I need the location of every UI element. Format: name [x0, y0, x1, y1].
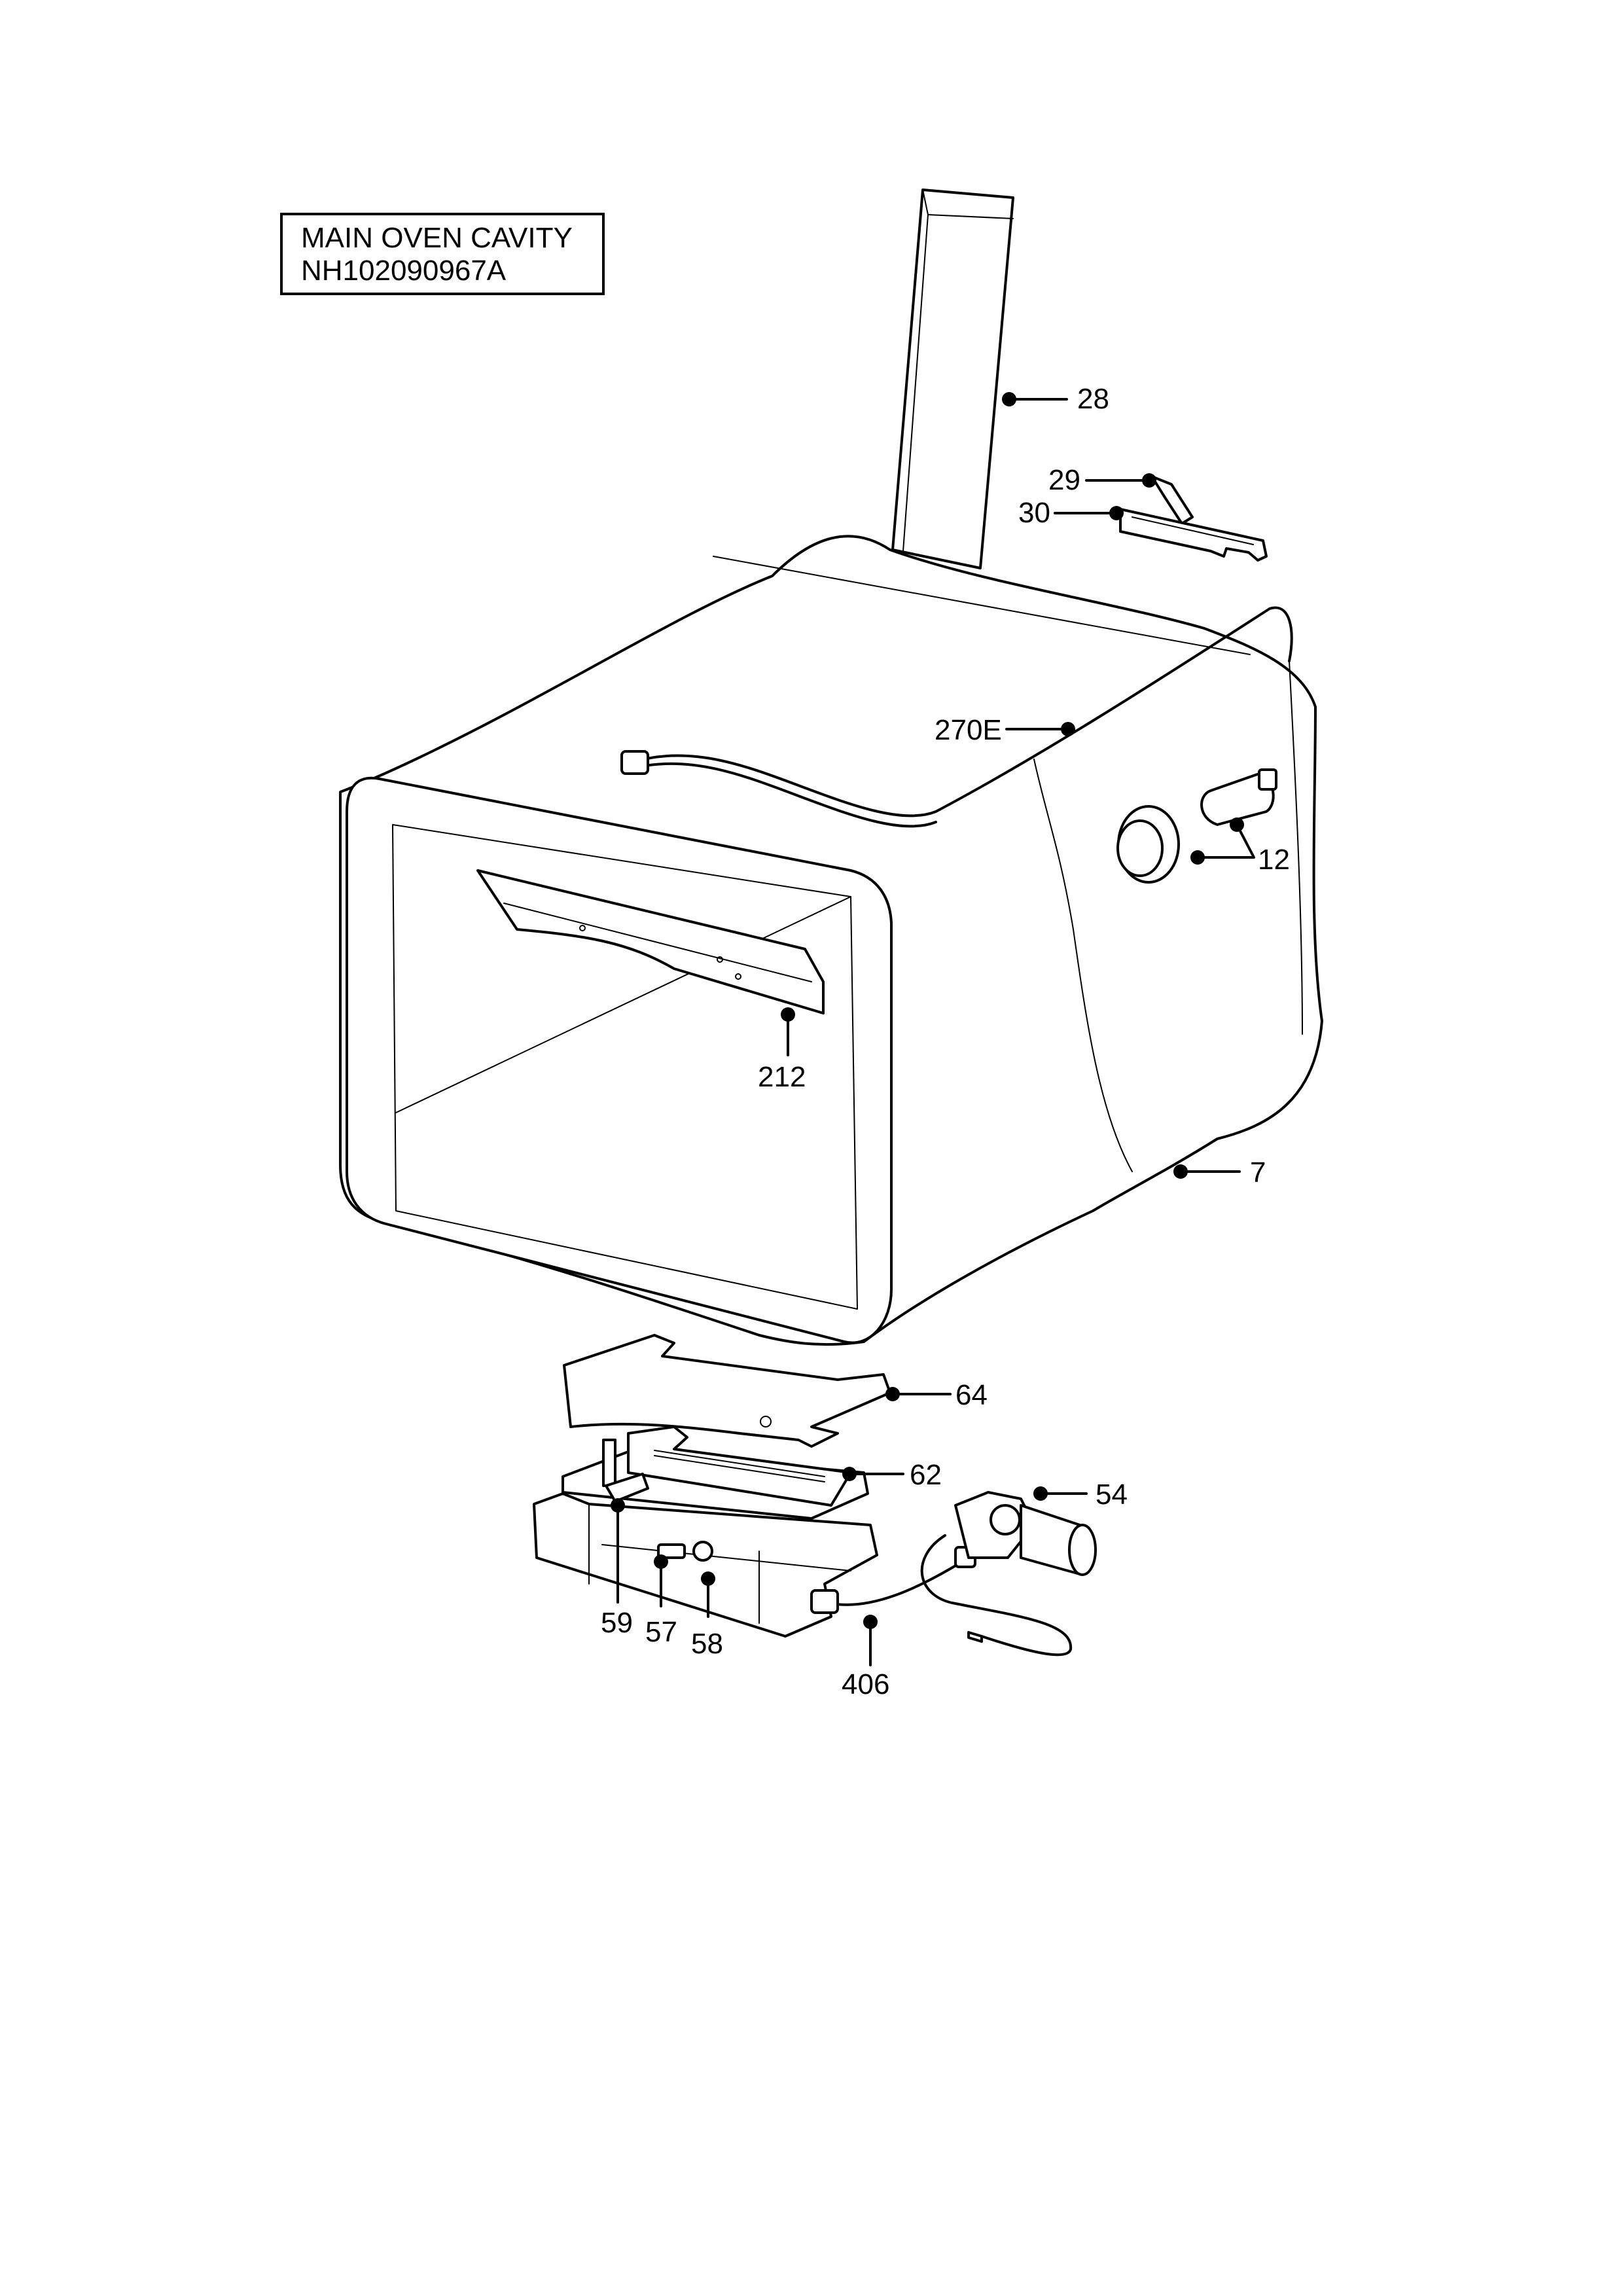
part-flue-duct	[891, 188, 1014, 569]
callout-29-label: 29	[1048, 464, 1080, 496]
part-cavity-bracket	[476, 869, 825, 1014]
callout-270e-label: 270E	[935, 714, 1002, 746]
callout-30-dot	[1109, 506, 1124, 520]
callout-30-label: 30	[1018, 497, 1050, 529]
callout-54-label: 54	[1096, 1479, 1128, 1511]
part-spark-electrode	[605, 1473, 649, 1503]
part-mounting-bracket	[1119, 508, 1268, 562]
part-heat-shield	[563, 1334, 891, 1448]
part-thermostat	[920, 1491, 1097, 1657]
part-burner	[562, 1426, 869, 1520]
callout-270e-dot	[1061, 722, 1075, 736]
part-gas-pipe	[620, 606, 1293, 828]
part-oven-lamp	[1116, 768, 1277, 884]
part-injector	[657, 1543, 686, 1559]
diagram-title: MAIN OVEN CAVITY	[301, 222, 573, 254]
part-burner-housing	[533, 1492, 878, 1638]
diagram-title-box: MAIN OVEN CAVITY NH102090967A	[280, 213, 605, 295]
callout-64-label: 64	[955, 1379, 988, 1411]
callout-212-label: 212	[758, 1061, 806, 1093]
part-clip	[1150, 475, 1194, 525]
callout-12-leader	[1196, 823, 1255, 859]
callouts: 28 29 30 270E 12 212 7 64 62	[601, 383, 1290, 1700]
callout-406-label: 406	[842, 1668, 889, 1700]
callout-62-label: 62	[910, 1459, 942, 1491]
callout-29-dot	[1142, 473, 1156, 488]
callout-58-label: 58	[691, 1628, 723, 1660]
diagram-reference-number: NH102090967A	[301, 255, 507, 287]
callout-59-label: 59	[601, 1607, 633, 1639]
part-washer	[692, 1541, 713, 1562]
part-oven-cavity	[339, 535, 1323, 1346]
callout-12-label: 12	[1258, 844, 1290, 876]
callout-28-label: 28	[1077, 383, 1109, 415]
callout-57-label: 57	[645, 1616, 677, 1648]
callout-7-label: 7	[1250, 1157, 1266, 1189]
